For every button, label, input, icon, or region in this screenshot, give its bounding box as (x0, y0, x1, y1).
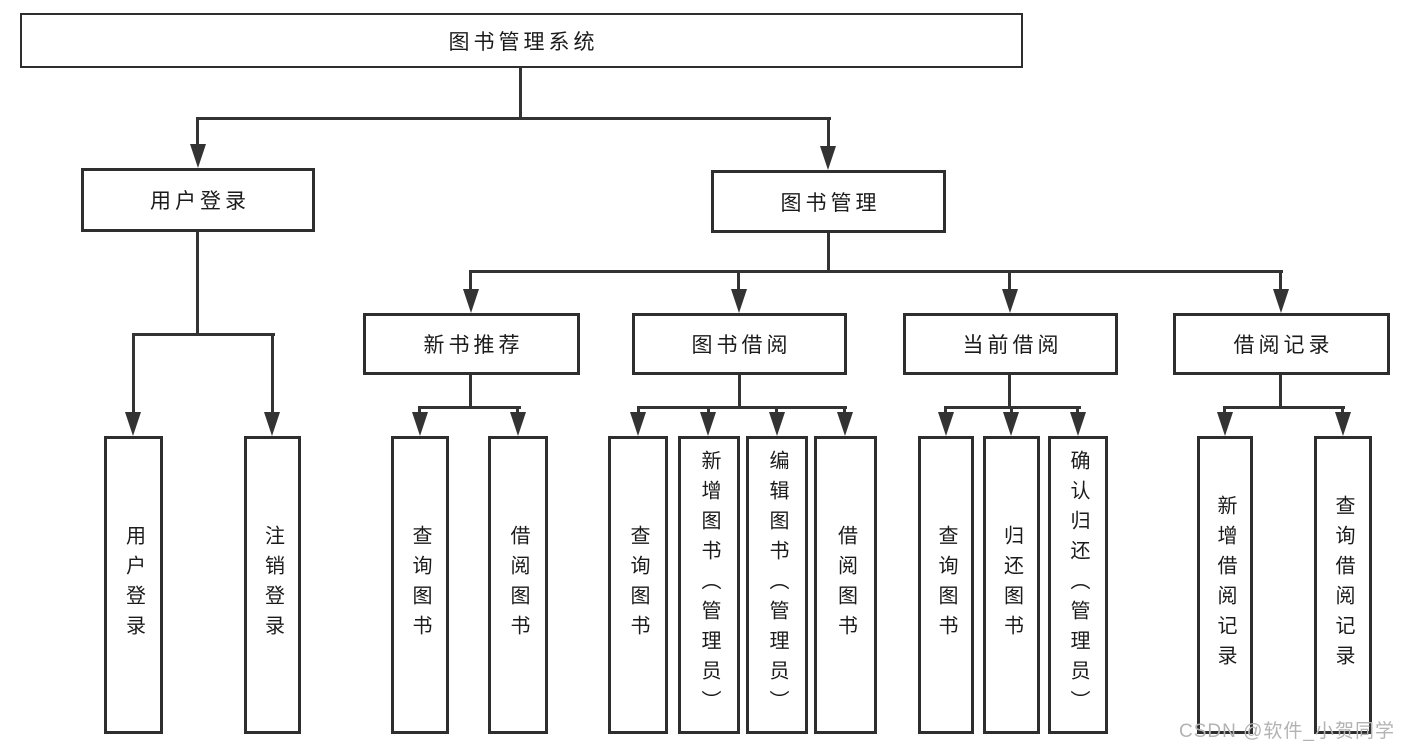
leaf-label: 归还图书 (1000, 525, 1023, 645)
connector-stem (1279, 375, 1282, 408)
connector-stem (1010, 407, 1013, 415)
node-book-borrowing: 图书借阅 (632, 313, 847, 375)
connector-stem (1008, 375, 1011, 408)
leaf-query-borrow-record: 查询借阅记录 (1314, 436, 1372, 734)
leaf-label: 借阅图书 (834, 525, 857, 645)
connector-branch (418, 406, 521, 409)
leaf-label: 确认归还（管理员） (1067, 450, 1089, 720)
arrowhead-down-icon (837, 412, 853, 436)
watermark: CSDN @软件_小贺同学 (1179, 721, 1395, 742)
connector-stem (737, 271, 740, 289)
arrowhead-down-icon (1273, 289, 1289, 313)
leaf-add-book-admin: 新增图书（管理员） (678, 436, 740, 734)
connector-stem (516, 407, 519, 415)
connector-stem (1008, 271, 1011, 289)
arrowhead-down-icon (412, 412, 428, 436)
node-current-borrowing: 当前借阅 (903, 313, 1118, 375)
arrowhead-down-icon (1070, 412, 1086, 436)
connector-stem (196, 117, 199, 147)
leaf-borrow-books: 借阅图书 (814, 436, 877, 734)
connector-branch (1223, 406, 1345, 409)
leaf-label: 新增图书（管理员） (698, 450, 720, 720)
arrowhead-down-icon (1002, 289, 1018, 313)
node-label: 新书推荐 (423, 334, 524, 357)
leaf-label: 用户登录 (122, 525, 145, 645)
leaf-label: 查询图书 (627, 525, 649, 645)
connector-stem (469, 271, 472, 289)
leaf-label: 新增借阅记录 (1214, 495, 1236, 675)
connector-stem (132, 334, 135, 414)
connector-stem (843, 407, 846, 415)
leaf-label: 查询图书 (409, 525, 431, 645)
leaf-query-books-current: 查询图书 (918, 436, 974, 734)
connector-stem (944, 407, 947, 415)
leaf-label: 借阅图书 (507, 525, 529, 645)
leaf-query-books-borrow: 查询图书 (608, 436, 668, 734)
node-borrowing-records: 借阅记录 (1173, 313, 1390, 375)
leaf-label: 编辑图书（管理员） (766, 450, 788, 720)
arrowhead-down-icon (769, 412, 785, 436)
leaf-query-books-recommend: 查询图书 (391, 436, 449, 734)
connector-branch (132, 333, 275, 336)
leaf-return-book: 归还图书 (983, 436, 1040, 734)
arrowhead-down-icon (731, 289, 747, 313)
connector-branch (469, 270, 1283, 273)
arrowhead-down-icon (820, 146, 836, 170)
node-label: 图书借阅 (691, 334, 792, 357)
arrowhead-down-icon (938, 412, 954, 436)
leaf-add-borrow-record: 新增借阅记录 (1197, 436, 1253, 734)
node-label: 当前借阅 (962, 334, 1063, 357)
leaf-label: 查询借阅记录 (1332, 495, 1354, 675)
connector-stem (1076, 407, 1079, 415)
connector-stem (1223, 407, 1226, 415)
connector-stem (271, 334, 274, 414)
node-label: 用户登录 (150, 190, 250, 213)
connector-stem (196, 232, 199, 335)
node-book-management: 图书管理 (711, 170, 946, 233)
connector-stem (637, 407, 640, 415)
node-label: 图书管理 (780, 191, 881, 215)
arrowhead-down-icon (510, 412, 526, 436)
connector-stem (1279, 271, 1282, 289)
node-new-book-recommendation: 新书推荐 (363, 313, 580, 375)
arrowhead-down-icon (1003, 412, 1019, 436)
arrowhead-down-icon (264, 412, 280, 436)
node-library-management-system: 图书管理系统 (20, 13, 1023, 68)
leaf-confirm-return-admin: 确认归还（管理员） (1048, 436, 1108, 734)
connector-branch (637, 406, 847, 409)
node-label: 借阅记录 (1233, 334, 1334, 357)
connector-stem (1341, 407, 1344, 415)
connector-branch (196, 117, 831, 120)
leaf-user-login: 用户登录 (104, 436, 163, 734)
node-label: 图书管理系统 (448, 30, 599, 54)
leaf-borrow-books-recommend: 借阅图书 (488, 436, 548, 734)
connector-stem (827, 233, 830, 273)
leaf-label: 查询图书 (935, 525, 957, 645)
connector-stem (707, 407, 710, 415)
arrowhead-down-icon (463, 289, 479, 313)
node-user-login: 用户登录 (81, 168, 315, 232)
arrowhead-down-icon (630, 412, 646, 436)
arrowhead-down-icon (1335, 412, 1351, 436)
leaf-logout: 注销登录 (244, 436, 301, 734)
connector-stem (519, 68, 522, 119)
arrowhead-down-icon (125, 412, 141, 436)
leaf-edit-book-admin: 编辑图书（管理员） (746, 436, 808, 734)
arrowhead-down-icon (700, 412, 716, 436)
connector-stem (775, 407, 778, 415)
connector-stem (738, 375, 741, 408)
arrowhead-down-icon (1217, 412, 1233, 436)
connector-stem (827, 117, 830, 149)
leaf-label: 注销登录 (261, 525, 284, 645)
connector-stem (418, 407, 421, 415)
connector-stem (469, 375, 472, 408)
arrowhead-down-icon (190, 144, 206, 168)
